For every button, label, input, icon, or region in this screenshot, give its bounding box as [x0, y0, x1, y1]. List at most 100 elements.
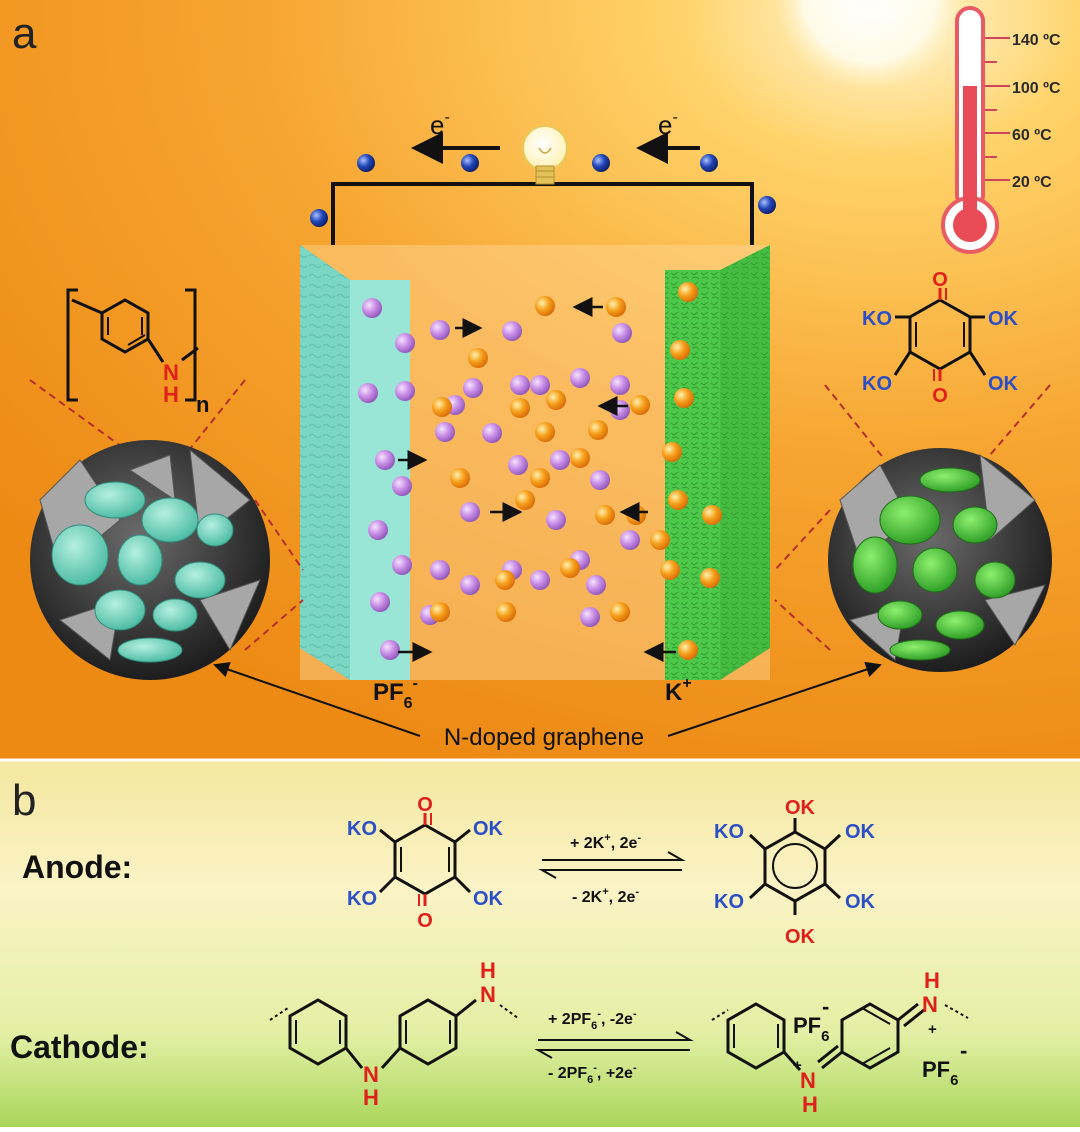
cation-sup: + — [682, 675, 691, 692]
cathode-reactant-top-n: N — [480, 982, 496, 1007]
anion-particle — [530, 570, 550, 590]
anion-particle — [460, 502, 480, 522]
cation-particle — [626, 505, 646, 525]
cathode-row-label: Cathode: — [10, 1029, 149, 1065]
anion-particle — [358, 383, 378, 403]
anion-particle — [510, 375, 530, 395]
cathode-forward-b: , -2e — [601, 1011, 633, 1028]
cathode-reactant-h: H — [363, 1085, 379, 1110]
polymer-repeat-n: n — [196, 392, 209, 417]
anion-particle — [370, 592, 390, 612]
anion-particle — [550, 450, 570, 470]
anode-reverse-tail: , 2e — [609, 889, 636, 906]
anion-particle — [430, 320, 450, 340]
cation-particle — [702, 505, 722, 525]
cation-particle — [450, 468, 470, 488]
cathode-forward-sup2: - — [633, 1008, 637, 1020]
cation-particle — [468, 348, 488, 368]
cathode-reverse-a: - 2PF — [548, 1065, 587, 1082]
anion-label: PF — [373, 679, 404, 706]
anion-particle — [546, 510, 566, 530]
cathode-reactant-n: N — [363, 1062, 379, 1087]
a-anode-ok-tr: OK — [988, 308, 1019, 330]
b-anode-ko-bl: KO — [347, 888, 377, 910]
a-anode-o-bottom: O — [932, 385, 948, 407]
thermometer-tick-60: 60 ºC — [1012, 127, 1052, 144]
cation-particle — [535, 422, 555, 442]
product-n-bottom-charge: + — [793, 1057, 802, 1074]
electron-label-right-sup: - — [672, 109, 677, 126]
product-h-top: H — [924, 968, 940, 993]
cathode-forward-a: + 2PF — [548, 1011, 591, 1028]
cation-particle — [560, 558, 580, 578]
electron-label-left-sup: - — [444, 109, 449, 126]
graphene-label: N-doped graphene — [444, 724, 644, 751]
anion-particle — [392, 555, 412, 575]
cation-particle — [496, 602, 516, 622]
b-prod-ko-bl: KO — [714, 891, 744, 913]
cation-particle — [570, 448, 590, 468]
b-anode-ko-tl: KO — [347, 818, 377, 840]
anion-particle — [375, 450, 395, 470]
cathode-reverse-sub: 6 — [587, 1074, 593, 1086]
anode-forward-sup2: - — [637, 832, 641, 844]
electron-label-right: e — [658, 110, 672, 140]
anion-particle — [460, 575, 480, 595]
anion-particle — [395, 381, 415, 401]
product-pf6-b-charge: - — [960, 1038, 967, 1063]
b-anode-o-bottom: O — [417, 910, 433, 932]
b-prod-ok-top: OK — [785, 797, 816, 819]
polymer-h: H — [163, 382, 179, 407]
cation-label: K — [665, 679, 683, 706]
electron-label-left: e — [430, 110, 444, 140]
anion-particle — [395, 333, 415, 353]
battery-cell: PF6- K+ — [300, 245, 770, 712]
cation-particle — [606, 297, 626, 317]
cation-particle — [630, 395, 650, 415]
anion-sup: - — [413, 675, 418, 692]
b-prod-ok-tr: OK — [845, 821, 876, 843]
cation-particle — [668, 490, 688, 510]
product-h-bottom: H — [802, 1092, 818, 1117]
anion-particle — [610, 375, 630, 395]
anion-particle — [612, 323, 632, 343]
anion-particle — [392, 476, 412, 496]
product-pf6-b-sub: 6 — [950, 1072, 958, 1089]
cation-particle — [546, 390, 566, 410]
cation-particle — [650, 530, 670, 550]
a-anode-ko-bl: KO — [862, 373, 892, 395]
cation-particle — [674, 388, 694, 408]
a-anode-ok-br: OK — [988, 373, 1019, 395]
cation-particle — [510, 398, 530, 418]
anode-row-label: Anode: — [22, 849, 132, 885]
b-anode-o-top: O — [417, 794, 433, 816]
anion-particle — [610, 400, 630, 420]
cation-particle — [678, 282, 698, 302]
product-n-top-charge: + — [928, 1021, 937, 1038]
anion-particle — [362, 298, 382, 318]
cation-particle — [495, 570, 515, 590]
a-anode-o-top: O — [932, 269, 948, 291]
cation-particle — [662, 442, 682, 462]
anion-particle — [368, 520, 388, 540]
anion-particle — [435, 422, 455, 442]
cathode-reverse-sup2: - — [633, 1062, 637, 1074]
thermometer-tick-100: 100 ºC — [1012, 80, 1061, 97]
a-anode-ko-tl: KO — [862, 308, 892, 330]
anion-particle — [482, 423, 502, 443]
product-pf6-a-sub: 6 — [821, 1028, 829, 1045]
cation-particle — [670, 340, 690, 360]
anion-particle — [586, 575, 606, 595]
product-n-bottom: N — [800, 1068, 816, 1093]
product-pf6-b: PF — [922, 1057, 950, 1082]
anion-particle — [570, 368, 590, 388]
cation-particle — [700, 568, 720, 588]
product-pf6-a: PF — [793, 1013, 821, 1038]
b-anode-ok-tr: OK — [473, 818, 504, 840]
cation-particle — [678, 640, 698, 660]
cation-particle — [432, 397, 452, 417]
cathode-reactant-top-h: H — [480, 958, 496, 983]
anode-forward: + 2K — [570, 835, 605, 852]
cation-particle — [588, 420, 608, 440]
panel-b-label: b — [12, 776, 36, 825]
